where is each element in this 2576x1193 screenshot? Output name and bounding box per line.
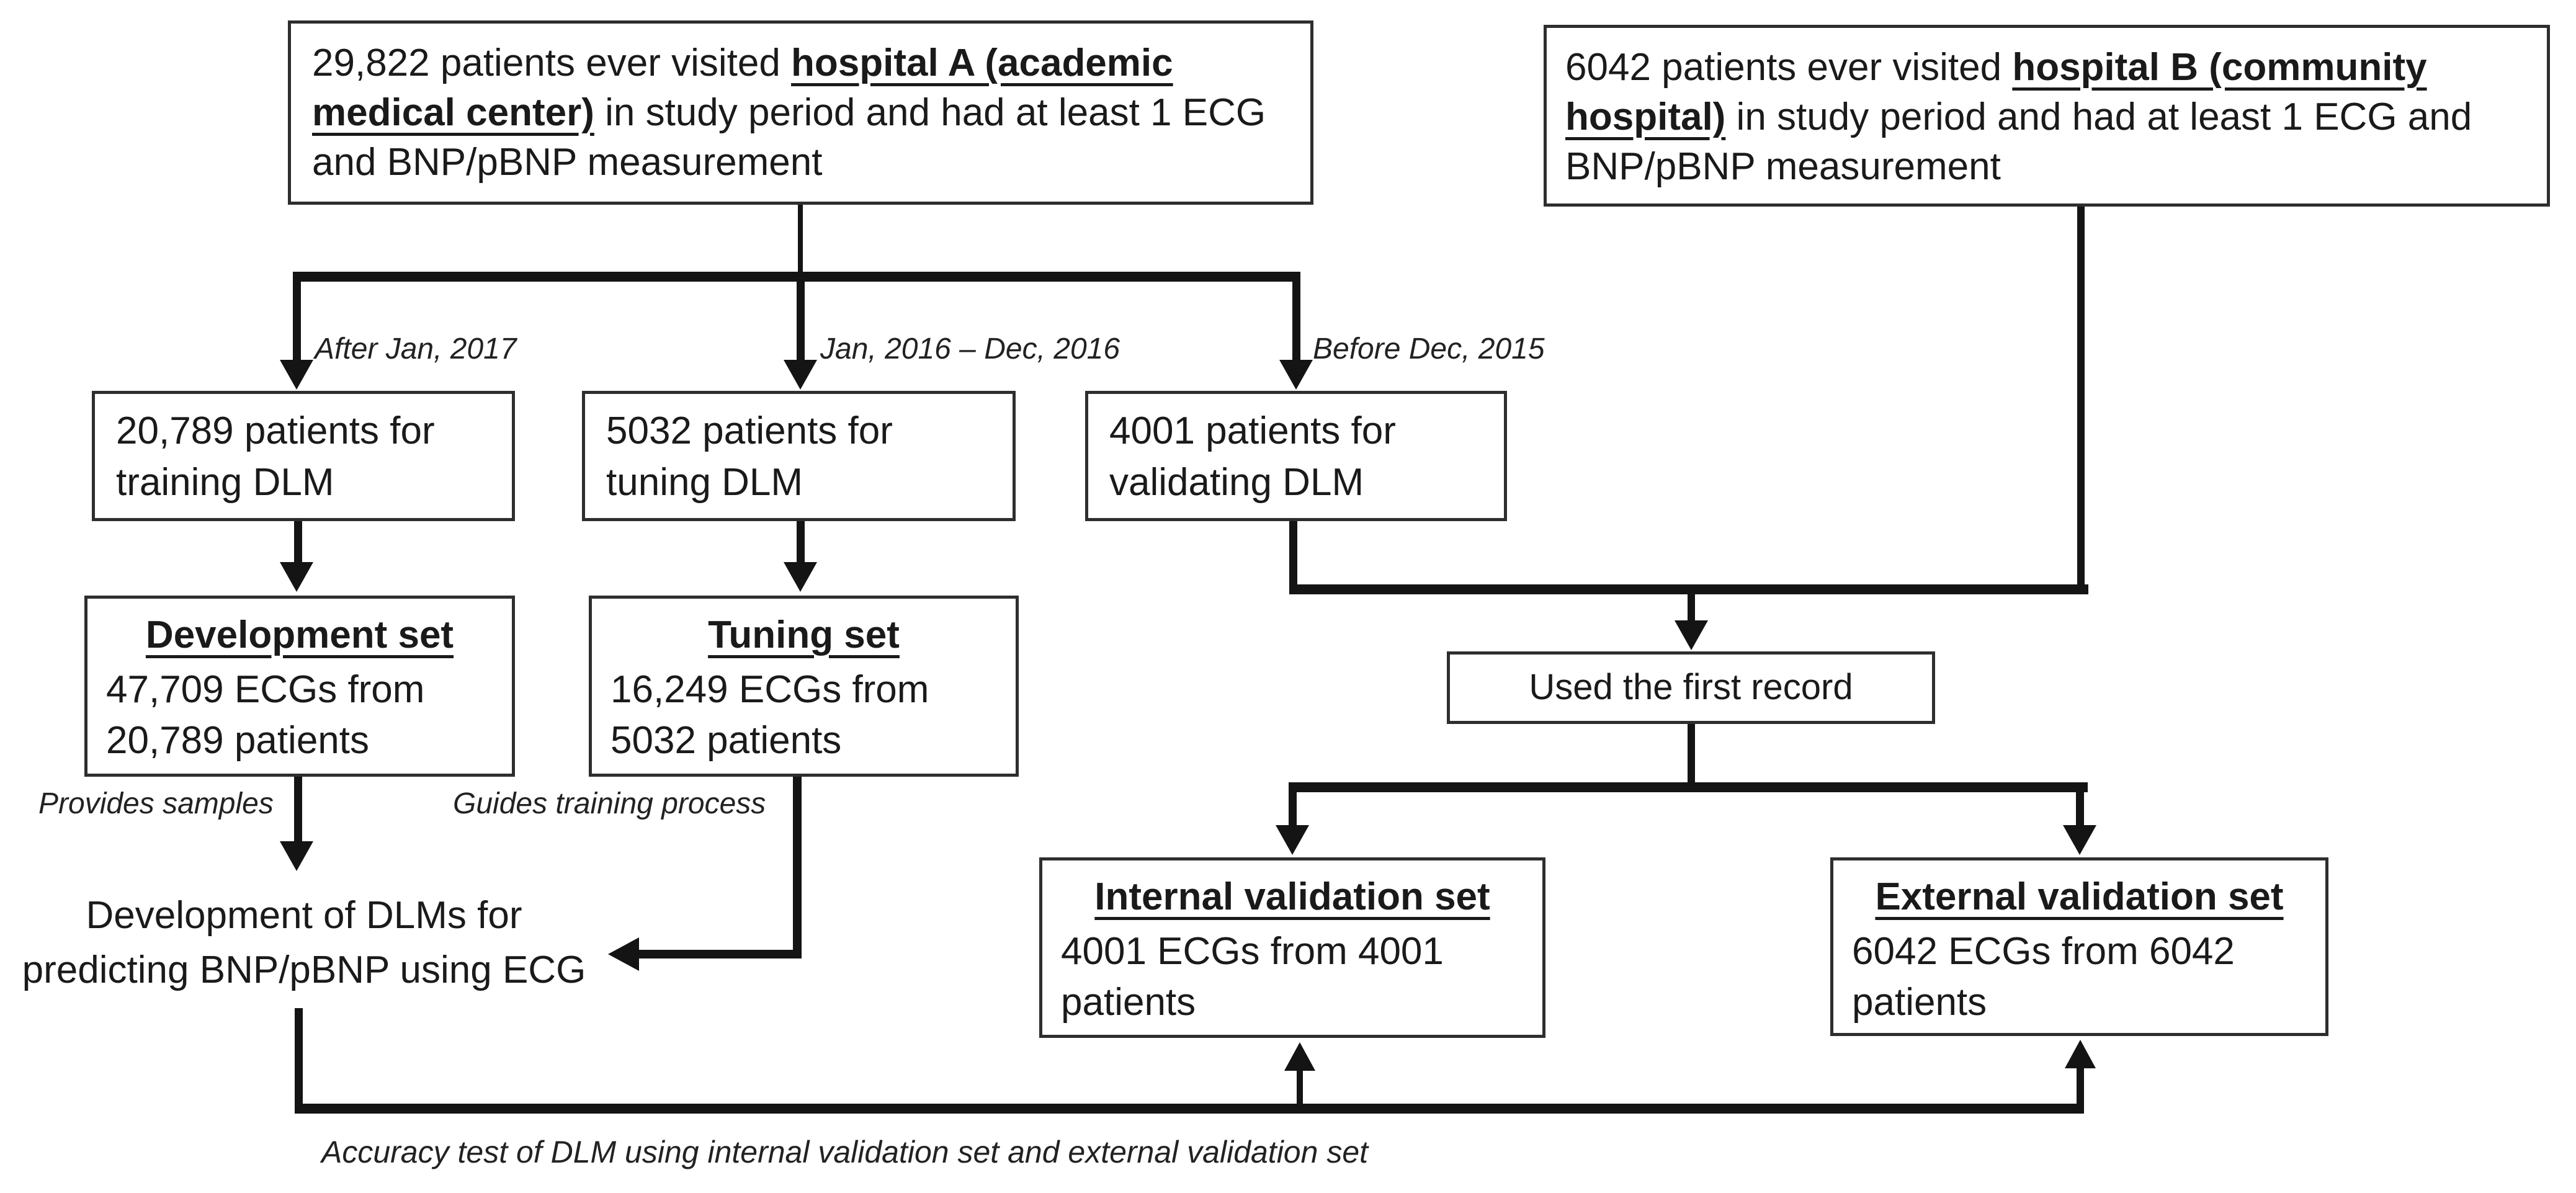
connector-usedbox-down xyxy=(1688,724,1695,789)
tuning-set-line2: 5032 patients xyxy=(610,718,842,762)
hospital-a-box: 29,822 patients ever visited hospital A … xyxy=(288,20,1313,205)
hospital-a-pre: 29,822 patients ever visited xyxy=(312,42,792,84)
development-set-line2: 20,789 patients xyxy=(106,718,370,762)
connector-branch-right-vertical xyxy=(1292,272,1300,362)
connector-tuneset-elbow-vertical xyxy=(793,777,802,958)
arrowhead-down-tuning xyxy=(784,360,817,390)
hospital-a-emphasis: hospital A (academic medical center) xyxy=(312,42,1173,134)
connector-split-left-vertical xyxy=(1289,782,1297,828)
connector-devtext-down xyxy=(295,1008,303,1114)
validating-patients-text: 4001 patients for validating DLM xyxy=(1109,409,1396,504)
external-validation-line1: 6042 ECGs from 6042 xyxy=(1852,929,2235,973)
validating-patients-box: 4001 patients for validating DLM xyxy=(1085,391,1507,521)
label-after-jan-2017: After Jan, 2017 xyxy=(315,333,517,365)
hospital-b-box: 6042 patients ever visited hospital B (c… xyxy=(1544,25,2550,207)
hospital-a-text: 29,822 patients ever visited hospital A … xyxy=(291,24,1310,202)
tuning-set-title: Tuning set xyxy=(708,614,900,656)
tuning-patients-box: 5032 patients for tuning DLM xyxy=(582,391,1016,521)
hospital-b-text: 6042 patients ever visited hospital B (c… xyxy=(1547,28,2547,207)
connector-validating-down xyxy=(1289,521,1297,594)
label-before-dec-2015: Before Dec, 2015 xyxy=(1313,333,1545,365)
connector-up-internal xyxy=(1297,1069,1303,1106)
arrowhead-up-external xyxy=(2065,1040,2096,1068)
used-first-record-text: Used the first record xyxy=(1529,667,1853,708)
development-dlm-line1: Development of DLMs for xyxy=(86,894,522,937)
hospital-b-emphasis: hospital B (community hospital) xyxy=(1565,46,2427,138)
arrowhead-down-tuneset xyxy=(784,562,817,592)
connector-branch-left-vertical xyxy=(293,272,301,362)
arrowhead-down-internal xyxy=(1276,825,1309,855)
training-patients-text: 20,789 patients for training DLM xyxy=(116,409,435,504)
development-set-line1: 47,709 ECGs from xyxy=(106,668,425,711)
hospital-b-post: in study period and had at least 1 ECG a… xyxy=(1565,95,2472,188)
internal-validation-line1: 4001 ECGs from 4001 xyxy=(1061,929,1444,973)
tuning-patients-text: 5032 patients for tuning DLM xyxy=(606,409,893,504)
connector-devset-to-devtext xyxy=(294,777,302,845)
connector-bottom-horizontal xyxy=(295,1104,2084,1114)
internal-validation-box: Internal validation set 4001 ECGs from 4… xyxy=(1039,857,1545,1038)
arrowhead-down-usedbox xyxy=(1675,620,1708,650)
arrowhead-down-devset xyxy=(280,562,313,592)
training-patients-box: 20,789 patients for training DLM xyxy=(92,391,515,521)
arrowhead-down-training xyxy=(280,360,313,390)
internal-validation-title: Internal validation set xyxy=(1094,875,1490,918)
connector-training-to-devset xyxy=(294,521,302,566)
label-jan-dec-2016: Jan, 2016 – Dec, 2016 xyxy=(820,333,1120,365)
development-set-title: Development set xyxy=(145,614,454,656)
hospital-b-pre: 6042 patients ever visited xyxy=(1565,46,2013,89)
development-dlm-line2: predicting BNP/pBNP using ECG xyxy=(22,949,586,992)
external-validation-line2: patients xyxy=(1852,980,1987,1024)
connector-up-external xyxy=(2077,1068,2084,1106)
connector-split-right-vertical xyxy=(2076,782,2084,828)
arrowhead-up-internal xyxy=(1284,1042,1315,1071)
connector-tuning-to-tuneset xyxy=(797,521,805,566)
arrowhead-down-validating xyxy=(1279,360,1313,390)
connector-hospital-b-stem xyxy=(2077,207,2085,594)
hospital-a-post: in study period and had at least 1 ECG a… xyxy=(312,91,1266,184)
development-dlm-text: Development of DLMs for predicting BNP/p… xyxy=(6,888,602,998)
arrowhead-left-devtext xyxy=(608,937,639,971)
connector-merge-horizontal xyxy=(1289,584,2088,594)
tuning-set-line1: 16,249 ECGs from xyxy=(610,668,929,711)
tuning-set-box: Tuning set 16,249 ECGs from 5032 patient… xyxy=(589,596,1019,777)
arrowhead-down-external xyxy=(2063,825,2096,855)
arrowhead-down-devtext xyxy=(280,841,313,871)
connector-merge-to-usedbox xyxy=(1688,594,1695,624)
connector-branch-middle-vertical xyxy=(797,272,805,362)
used-first-record-box: Used the first record xyxy=(1447,651,1935,724)
label-provides-samples: Provides samples xyxy=(38,787,274,820)
connector-split-horizontal xyxy=(1289,782,2088,792)
connector-tuneset-elbow-horizontal xyxy=(639,950,802,958)
external-validation-box: External validation set 6042 ECGs from 6… xyxy=(1830,857,2328,1036)
connector-hospital-a-stem xyxy=(798,205,803,275)
external-validation-title: External validation set xyxy=(1875,875,2284,918)
label-guides-training: Guides training process xyxy=(453,787,766,820)
development-set-box: Development set 47,709 ECGs from 20,789 … xyxy=(84,596,515,777)
accuracy-test-caption: Accuracy test of DLM using internal vali… xyxy=(321,1135,1369,1169)
internal-validation-line2: patients xyxy=(1061,980,1196,1024)
